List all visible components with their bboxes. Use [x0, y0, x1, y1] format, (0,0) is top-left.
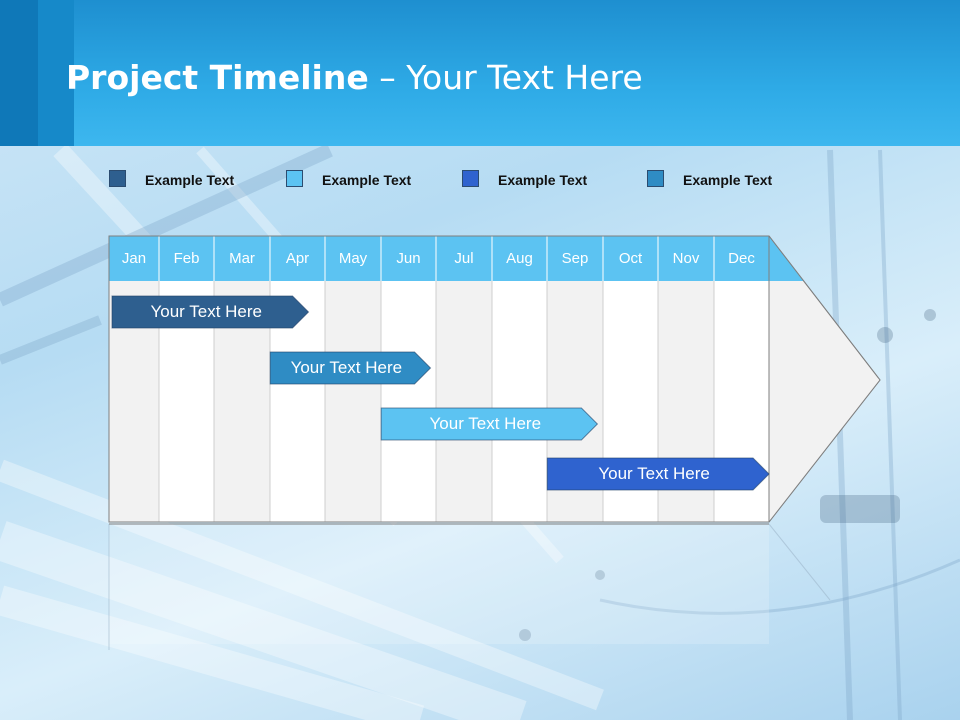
legend-swatch	[286, 170, 303, 187]
task-label: Your Text Here	[598, 464, 710, 483]
reflection-edge	[768, 523, 831, 601]
chart-reflection	[109, 524, 769, 644]
month-label: Nov	[672, 250, 700, 267]
month-header-row	[109, 236, 769, 281]
legend-swatch	[462, 170, 479, 187]
legend-label: Example Text	[683, 172, 773, 188]
legend-label: Example Text	[498, 172, 588, 188]
page-title: Project Timeline – Your Text Here	[66, 58, 643, 97]
month-label: Jan	[121, 250, 147, 267]
task-label: Your Text Here	[429, 414, 542, 433]
task-label: Your Text Here	[290, 358, 403, 377]
legend-swatch	[647, 170, 664, 187]
month-label: Jun	[396, 250, 421, 267]
month-label: Jul	[454, 250, 474, 267]
month-label: Mar	[229, 250, 255, 267]
month-label: Apr	[285, 250, 310, 267]
month-label: Oct	[618, 250, 643, 267]
header-accent-strip	[0, 0, 38, 146]
month-label: May	[338, 250, 368, 267]
month-label: Dec	[728, 250, 755, 267]
header-banner	[0, 0, 960, 146]
arrow-tip-fill	[769, 281, 880, 522]
title-rest: – Your Text Here	[368, 58, 643, 97]
task-bar	[546, 457, 770, 491]
legend-label: Example Text	[322, 172, 412, 188]
task-bar	[380, 407, 599, 441]
month-column	[492, 281, 547, 522]
task-label: Your Text Here	[150, 302, 262, 321]
month-column	[325, 281, 381, 522]
task-bar	[111, 295, 310, 329]
month-label: Sep	[561, 250, 589, 267]
timeline-arrow-outline	[108, 235, 881, 523]
legend-label: Example Text	[145, 172, 235, 188]
legend-swatch	[109, 170, 126, 187]
month-column	[436, 281, 492, 522]
month-column	[381, 281, 436, 522]
header-accent-strip-2	[38, 0, 74, 146]
month-label: Feb	[173, 250, 200, 267]
title-bold: Project Timeline	[66, 58, 369, 97]
task-bar	[269, 351, 432, 385]
month-label: Aug	[506, 250, 533, 267]
